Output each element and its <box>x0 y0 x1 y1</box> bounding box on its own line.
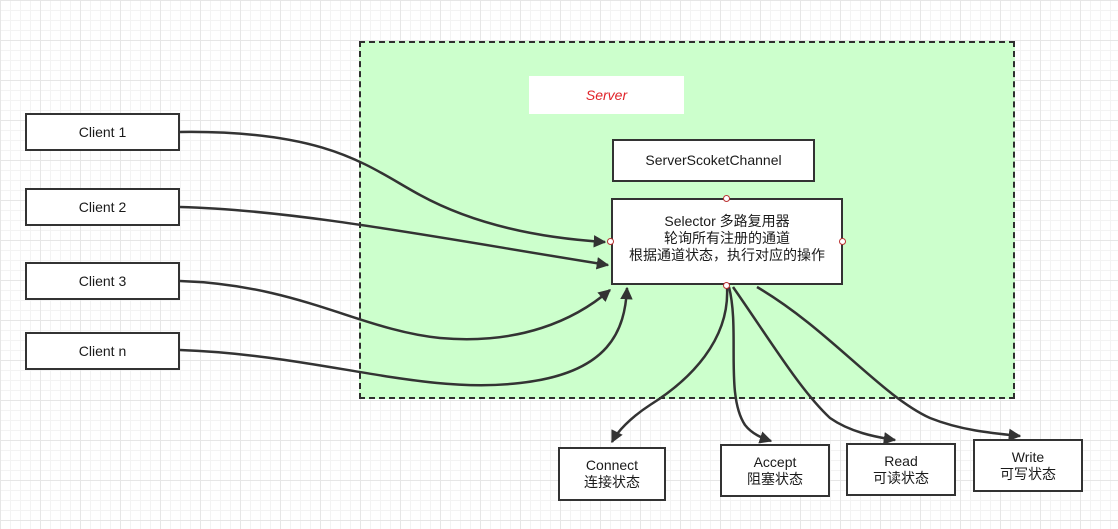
selector-line-1: Selector 多路复用器 <box>664 213 790 229</box>
write-state-box[interactable]: Write 可写状态 <box>973 439 1083 492</box>
client-3-box[interactable]: Client 3 <box>25 262 180 300</box>
server-socket-channel-label: ServerScoketChannel <box>645 152 782 168</box>
connect-state-subtitle: 连接状态 <box>584 474 640 490</box>
client-3-label: Client 3 <box>78 272 127 289</box>
connect-state-title: Connect <box>585 457 639 473</box>
client-2-box[interactable]: Client 2 <box>25 188 180 226</box>
client-2-label: Client 2 <box>78 198 127 215</box>
read-state-box[interactable]: Read 可读状态 <box>846 443 956 496</box>
client-n-box[interactable]: Client n <box>25 332 180 370</box>
accept-state-box[interactable]: Accept 阻塞状态 <box>720 444 830 497</box>
client-2-arrow <box>179 205 610 270</box>
connect-arrow <box>610 286 729 444</box>
selector-top-handle[interactable] <box>723 195 730 202</box>
write-state-subtitle: 可写状态 <box>1000 465 1056 482</box>
selector-line-2: 轮询所有注册的通道 <box>664 230 790 246</box>
client-n-arrow <box>179 286 633 387</box>
selector-left-handle[interactable] <box>607 238 614 245</box>
selector-line-3: 根据通道状态，执行对应的操作 <box>629 247 825 263</box>
accept-arrow <box>727 286 773 444</box>
read-state-title: Read <box>884 452 918 469</box>
client-1-label: Client 1 <box>78 123 127 140</box>
client-1-arrow <box>179 130 607 248</box>
accept-state-subtitle: 阻塞状态 <box>747 470 803 487</box>
read-state-subtitle: 可读状态 <box>873 469 929 486</box>
client-n-label: Client n <box>78 342 127 359</box>
write-arrow <box>756 285 1022 442</box>
client-1-box[interactable]: Client 1 <box>25 113 180 151</box>
read-arrow <box>731 286 897 445</box>
client-3-arrow <box>179 279 611 341</box>
connect-state-box[interactable]: Connect 连接状态 <box>558 447 666 501</box>
server-label: Server <box>529 76 684 114</box>
server-socket-channel-box[interactable]: ServerScoketChannel <box>612 139 815 182</box>
write-state-title: Write <box>1011 448 1045 465</box>
selector-bottom-handle[interactable] <box>723 282 730 289</box>
selector-right-handle[interactable] <box>839 238 846 245</box>
accept-state-title: Accept <box>753 453 797 470</box>
